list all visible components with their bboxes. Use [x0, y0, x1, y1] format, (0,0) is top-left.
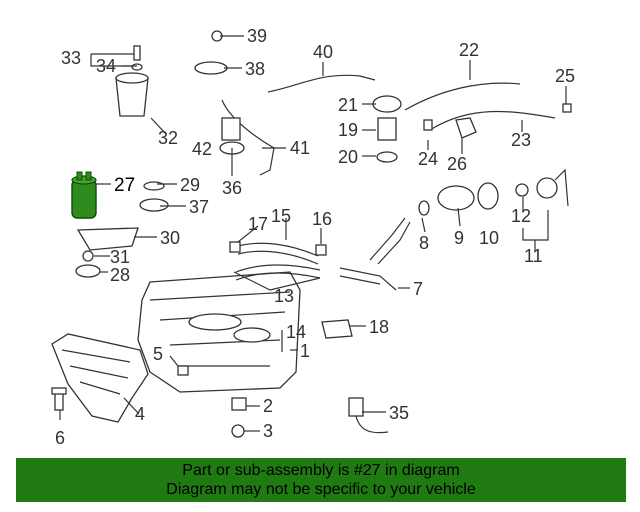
callout-32: 32 [158, 128, 178, 148]
callout-41: 41 [290, 138, 310, 158]
sensor-35-drawing [348, 397, 364, 417]
callout-28: 28 [110, 265, 130, 285]
bolt-6-drawing [51, 387, 67, 411]
callout-7: 7 [413, 279, 423, 299]
leader-lines [59, 35, 567, 432]
callout-20: 20 [338, 147, 358, 167]
callout-38: 38 [245, 59, 265, 79]
callout-34: 34 [96, 56, 116, 76]
callout-14: 14 [286, 322, 306, 342]
filler-pipe-7-drawing [339, 217, 411, 291]
callout-30: 30 [160, 228, 180, 248]
cap-11-drawing [536, 177, 558, 199]
clip-5-drawing [177, 365, 189, 376]
bracket-26-drawing [455, 117, 477, 139]
hose-22-drawing [404, 82, 521, 111]
sender-42-drawing [221, 117, 241, 141]
callout-24: 24 [418, 149, 438, 169]
callout-16: 16 [312, 209, 332, 229]
callout-12: 12 [511, 206, 531, 226]
parts-diagram: 33 34 32 39 38 40 42 41 36 21 19 20 22 2… [51, 26, 575, 448]
callout-27: 27 [114, 175, 135, 196]
callout-31: 31 [110, 247, 130, 267]
callout-17: 17 [248, 214, 268, 234]
callout-21: 21 [338, 95, 358, 115]
bracket-18-drawing [321, 319, 353, 339]
hose-15-drawing [237, 242, 319, 265]
gasket-37-drawing [139, 198, 169, 212]
callout-labels: 33 34 32 39 38 40 42 41 36 21 19 20 22 2… [55, 26, 575, 448]
strap-11-drawing [554, 168, 569, 207]
banner-line-1: Part or sub-assembly is #27 in diagram [182, 462, 460, 479]
ring-29-drawing [143, 181, 165, 191]
callout-33: 33 [61, 48, 81, 68]
callout-3: 3 [263, 421, 273, 441]
callout-10: 10 [479, 228, 499, 248]
ring-12-drawing [515, 183, 529, 197]
callout-29: 29 [180, 175, 200, 195]
hose-23-drawing [429, 110, 556, 131]
sensor-35-wire-drawing [355, 415, 389, 434]
part-2-drawing [231, 397, 247, 411]
part-3-drawing [231, 424, 245, 438]
valve-21-drawing [372, 95, 402, 113]
clamp-17-drawing [229, 241, 241, 253]
callout-25: 25 [555, 66, 575, 86]
gasket-20-drawing [376, 151, 398, 163]
cap-9-drawing [437, 185, 475, 211]
callout-4: 4 [135, 404, 145, 424]
callout-26: 26 [447, 154, 467, 174]
callout-42: 42 [192, 139, 212, 159]
heat-shield-drawing [51, 333, 149, 423]
bracket-30-drawing [76, 227, 139, 251]
callout-9: 9 [454, 228, 464, 248]
callout-19: 19 [338, 120, 358, 140]
callout-22: 22 [459, 40, 479, 60]
clip-31-drawing [82, 250, 94, 262]
ring-38-drawing [194, 61, 228, 75]
callout-6: 6 [55, 428, 65, 448]
banner-line-2: Diagram may not be specific to your vehi… [166, 481, 476, 498]
callout-37: 37 [189, 197, 209, 217]
callout-39: 39 [247, 26, 267, 46]
clip-25-drawing [562, 103, 572, 113]
callout-11: 11 [524, 246, 543, 266]
info-banner: Part or sub-assembly is #27 in diagram D… [16, 458, 626, 502]
gasket-10-drawing [477, 182, 499, 210]
fuel-filter-32-drawing [115, 45, 149, 117]
clip-24-drawing [423, 119, 433, 131]
callout-2: 2 [263, 396, 273, 416]
callout-35: 35 [389, 403, 409, 423]
callout-18: 18 [369, 317, 389, 337]
callout-1: 1 [300, 341, 310, 361]
fuel-tank-drawing [137, 271, 301, 393]
fuel-pump-27-drawing [71, 171, 97, 219]
callout-13: 13 [274, 286, 294, 306]
filter-28-drawing [75, 264, 101, 278]
callout-23: 23 [511, 130, 531, 150]
clamp-16-drawing [315, 244, 327, 256]
callout-15: 15 [271, 206, 291, 226]
ring-8-drawing [418, 200, 430, 216]
hose-40-drawing [267, 74, 376, 93]
callout-8: 8 [419, 233, 429, 253]
callout-36: 36 [222, 178, 242, 198]
callout-5: 5 [153, 344, 163, 364]
callout-40: 40 [313, 42, 333, 62]
valve-19-drawing [377, 117, 397, 141]
